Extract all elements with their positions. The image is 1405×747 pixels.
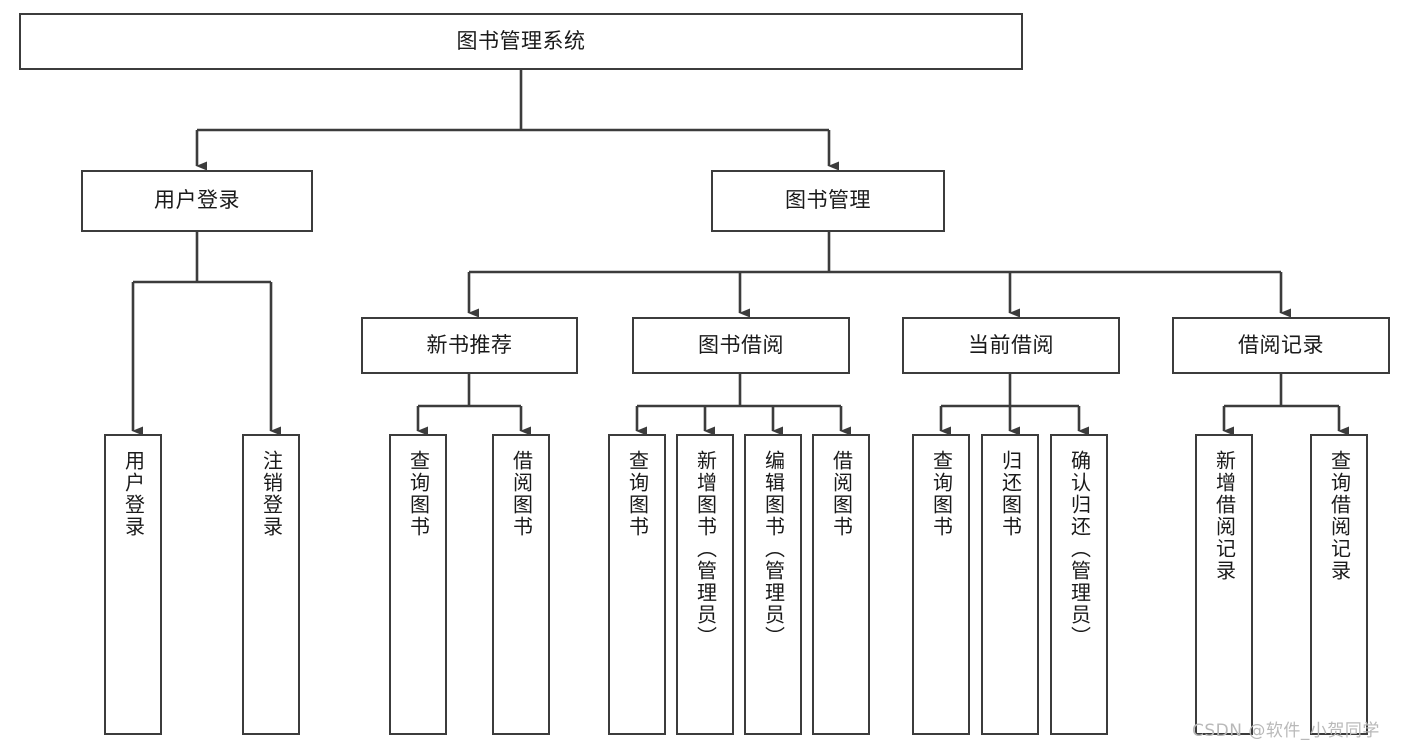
node-new-book-recommend[interactable]: 新书推荐 bbox=[361, 317, 578, 374]
leaf-borrow-query-book[interactable]: 查询图书 bbox=[608, 434, 666, 735]
node-label: 借阅图书 bbox=[509, 450, 534, 538]
leaf-borrow-edit-book-admin[interactable]: 编辑图书（管理员） bbox=[744, 434, 802, 735]
node-label: 图书借阅 bbox=[698, 332, 784, 357]
watermark: CSDN @软件_小贺同学 bbox=[1192, 721, 1380, 741]
leaf-recommend-borrow-book[interactable]: 借阅图书 bbox=[492, 434, 550, 735]
node-user-login[interactable]: 用户登录 bbox=[81, 170, 313, 232]
leaf-borrow-borrow-book[interactable]: 借阅图书 bbox=[812, 434, 870, 735]
node-label: 用户登录 bbox=[121, 450, 146, 538]
leaf-user-login-login[interactable]: 用户登录 bbox=[104, 434, 162, 735]
node-root-system[interactable]: 图书管理系统 bbox=[19, 13, 1023, 70]
node-label: 查询图书 bbox=[625, 450, 650, 538]
node-label: 确认归还（管理员） bbox=[1067, 450, 1092, 648]
node-label: 新书推荐 bbox=[426, 332, 513, 357]
node-borrow-record[interactable]: 借阅记录 bbox=[1172, 317, 1390, 374]
node-current-borrow[interactable]: 当前借阅 bbox=[902, 317, 1120, 374]
node-label: 新增图书（管理员） bbox=[693, 450, 718, 648]
node-book-borrow[interactable]: 图书借阅 bbox=[632, 317, 850, 374]
node-label: 当前借阅 bbox=[968, 332, 1054, 357]
node-label: 查询借阅记录 bbox=[1327, 450, 1352, 582]
leaf-borrow-add-book-admin[interactable]: 新增图书（管理员） bbox=[676, 434, 734, 735]
leaf-record-add-record[interactable]: 新增借阅记录 bbox=[1195, 434, 1253, 735]
leaf-record-query-record[interactable]: 查询借阅记录 bbox=[1310, 434, 1368, 735]
node-label: 新增借阅记录 bbox=[1212, 450, 1237, 582]
leaf-user-login-logout[interactable]: 注销登录 bbox=[242, 434, 300, 735]
node-label: 图书管理 bbox=[785, 188, 871, 213]
leaf-current-confirm-return-admin[interactable]: 确认归还（管理员） bbox=[1050, 434, 1108, 735]
node-label: 编辑图书（管理员） bbox=[761, 450, 786, 648]
leaf-current-return-book[interactable]: 归还图书 bbox=[981, 434, 1039, 735]
node-book-management[interactable]: 图书管理 bbox=[711, 170, 945, 232]
node-label: 归还图书 bbox=[998, 450, 1023, 538]
leaf-recommend-query-book[interactable]: 查询图书 bbox=[389, 434, 447, 735]
node-label: 查询图书 bbox=[929, 450, 954, 538]
node-label: 查询图书 bbox=[406, 450, 431, 538]
node-label: 图书管理系统 bbox=[456, 28, 586, 53]
node-label: 借阅记录 bbox=[1238, 332, 1324, 357]
node-label: 注销登录 bbox=[259, 450, 284, 538]
leaf-current-query-book[interactable]: 查询图书 bbox=[912, 434, 970, 735]
node-label: 用户登录 bbox=[154, 188, 240, 213]
node-label: 借阅图书 bbox=[829, 450, 854, 538]
